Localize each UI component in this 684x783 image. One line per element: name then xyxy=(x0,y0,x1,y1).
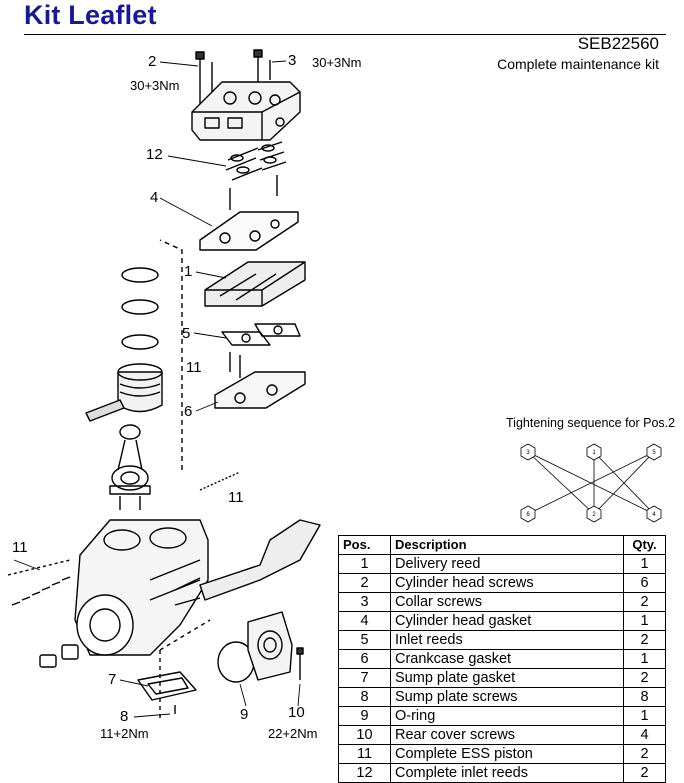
callout-6: 6 xyxy=(184,403,193,420)
cell-qty: 2 xyxy=(623,630,666,650)
torque-pos-10: 22+2Nm xyxy=(268,726,318,741)
cell-pos: 6 xyxy=(338,649,391,669)
cell-qty: 1 xyxy=(623,706,666,726)
cell-description: Complete inlet reeds xyxy=(390,763,624,783)
torque-pos-8: 11+2Nm xyxy=(100,726,149,741)
cell-pos: 7 xyxy=(338,668,391,688)
header-description: Description xyxy=(390,535,624,555)
cell-pos: 4 xyxy=(338,611,391,631)
cell-pos: 1 xyxy=(338,554,391,574)
cell-description: Cylinder head screws xyxy=(390,573,624,593)
cell-description: Collar screws xyxy=(390,592,624,612)
callout-1: 1 xyxy=(184,263,193,280)
cell-qty: 2 xyxy=(623,592,666,612)
callout-11-center: 11 xyxy=(228,489,244,506)
cell-qty: 1 xyxy=(623,611,666,631)
cell-description: Sump plate gasket xyxy=(390,668,624,688)
callout-10: 10 xyxy=(288,704,305,721)
torque-pos-3: 30+3Nm xyxy=(312,55,362,70)
callout-9: 9 xyxy=(240,706,249,723)
cell-pos: 5 xyxy=(338,630,391,650)
cell-description: O-ring xyxy=(390,706,624,726)
cell-pos: 9 xyxy=(338,706,391,726)
cell-description: Sump plate screws xyxy=(390,687,624,707)
document-code: SEB22560 xyxy=(577,34,659,53)
cell-pos: 8 xyxy=(338,687,391,707)
cell-pos: 12 xyxy=(338,763,391,783)
seq-node-1: 3 xyxy=(526,450,530,456)
cell-qty: 2 xyxy=(623,744,666,764)
page-title: Kit Leaflet xyxy=(24,0,157,30)
cell-qty: 1 xyxy=(623,554,666,574)
seq-node-4: 6 xyxy=(526,512,530,518)
cell-qty: 2 xyxy=(623,763,666,783)
torque-pos-2: 30+3Nm xyxy=(130,78,180,93)
callout-7: 7 xyxy=(108,671,117,688)
cell-qty: 6 xyxy=(623,573,666,593)
cell-description: Inlet reeds xyxy=(390,630,624,650)
title-rule xyxy=(24,34,666,35)
document-subtitle: Complete maintenance kit xyxy=(497,56,659,72)
seq-node-5: 2 xyxy=(592,512,596,518)
callout-8: 8 xyxy=(120,708,129,725)
cell-description: Complete ESS piston xyxy=(390,744,624,764)
cell-description: Rear cover screws xyxy=(390,725,624,745)
callout-2: 2 xyxy=(148,53,157,70)
tightening-sequence-diagram: 3 1 5 6 2 4 xyxy=(520,443,662,523)
cell-description: Cylinder head gasket xyxy=(390,611,624,631)
cell-pos: 3 xyxy=(338,592,391,612)
header-pos: Pos. xyxy=(338,535,391,555)
cell-description: Crankcase gasket xyxy=(390,649,624,669)
tightening-sequence-title: Tightening sequence for Pos.2 xyxy=(506,416,676,430)
callout-3: 3 xyxy=(288,52,297,69)
callout-12: 12 xyxy=(146,146,163,163)
cell-qty: 8 xyxy=(623,687,666,707)
cell-qty: 4 xyxy=(623,725,666,745)
seq-node-2: 1 xyxy=(592,450,596,456)
cell-qty: 2 xyxy=(623,668,666,688)
cell-qty: 1 xyxy=(623,649,666,669)
seq-node-3: 5 xyxy=(652,450,656,456)
cell-pos: 11 xyxy=(338,744,391,764)
table-header-row: Pos. Description Qty. xyxy=(338,535,666,555)
callout-5: 5 xyxy=(182,325,191,342)
cell-description: Delivery reed xyxy=(390,554,624,574)
cell-pos: 2 xyxy=(338,573,391,593)
callout-11-top: 11 xyxy=(186,359,202,376)
callout-11-left: 11 xyxy=(12,539,28,556)
header-qty: Qty. xyxy=(623,535,666,555)
callout-4: 4 xyxy=(150,189,159,206)
cell-pos: 10 xyxy=(338,725,391,745)
seq-node-6: 4 xyxy=(652,512,656,518)
